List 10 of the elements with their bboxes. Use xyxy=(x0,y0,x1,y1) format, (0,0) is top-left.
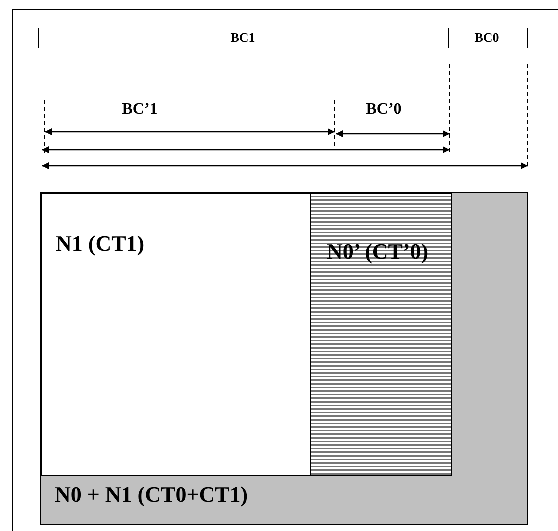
region-label: N0’ (CT’0) xyxy=(327,238,430,266)
region-box xyxy=(41,193,311,476)
region-label: N1 (CT1) xyxy=(56,230,145,258)
dimension-label: BC’0 xyxy=(366,101,402,119)
region-label: N0 + N1 (CT0+CT1) xyxy=(55,481,248,509)
dimension-label: BC0 xyxy=(474,30,500,46)
region-box xyxy=(40,192,528,525)
hatched-region-box xyxy=(310,193,452,476)
dimension-label: BC1 xyxy=(230,30,256,46)
dimension-label: BC’1 xyxy=(122,101,158,119)
